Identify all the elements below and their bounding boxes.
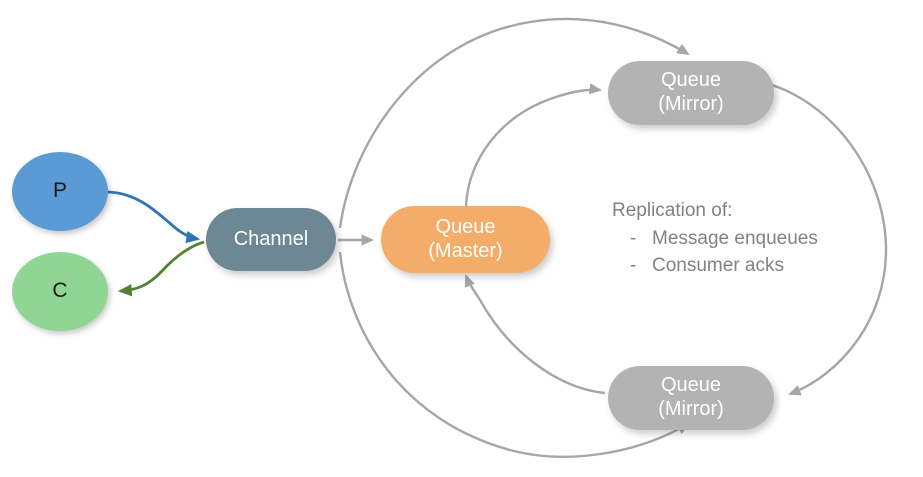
edge-producer-to-channel: [105, 190, 201, 244]
node-producer-label: P: [52, 179, 67, 203]
node-queue-mirror-top-label: Queue (Mirror): [658, 69, 724, 115]
edge-mirror-top-to-mirror-bottom: [771, 83, 888, 396]
replication-annotation-list: - Message enqueues - Consumer acks: [612, 225, 912, 280]
node-consumer-label: C: [52, 279, 68, 303]
bullet-marker: -: [630, 255, 637, 277]
replication-annotation: Replication of: - Message enqueues - Con…: [612, 197, 912, 280]
node-queue-mirror-top[interactable]: Queue (Mirror): [608, 61, 774, 125]
bullet-marker: -: [630, 227, 637, 249]
node-queue-master[interactable]: Queue (Master): [381, 206, 550, 273]
list-item-label: Message enqueues: [652, 227, 818, 249]
node-queue-mirror-bottom[interactable]: Queue (Mirror): [608, 366, 774, 430]
node-channel[interactable]: Channel: [206, 208, 336, 271]
node-queue-master-label: Queue (Master): [428, 215, 503, 262]
list-item-label: Consumer acks: [652, 255, 784, 277]
node-channel-label: Channel: [233, 227, 309, 250]
list-item: - Message enqueues: [612, 225, 912, 253]
replication-annotation-title: Replication of:: [612, 200, 733, 221]
edge-channel-to-mirror-bottom: [338, 251, 690, 458]
node-consumer[interactable]: C: [12, 252, 108, 331]
edge-mirror-bottom-to-queue-master: [464, 274, 606, 395]
node-producer[interactable]: P: [12, 152, 108, 231]
node-queue-mirror-bottom-label: Queue (Mirror): [658, 374, 724, 420]
list-item: - Consumer acks: [612, 252, 912, 280]
edge-channel-to-consumer: [117, 240, 205, 297]
edge-queue-master-to-mirror-top: [464, 83, 602, 207]
edge-channel-to-mirror-top: [338, 17, 690, 229]
